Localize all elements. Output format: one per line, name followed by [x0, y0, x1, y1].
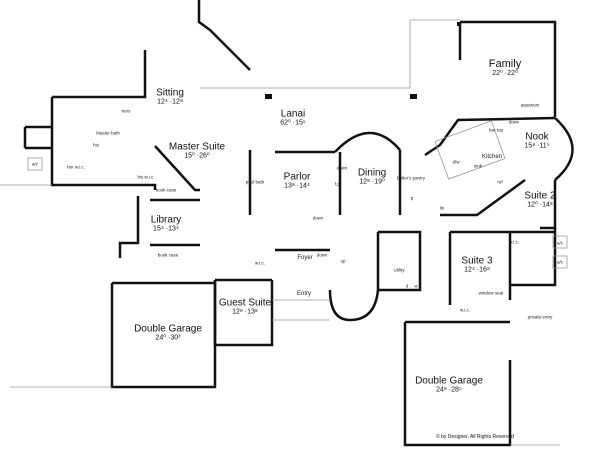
room-dimensions: 12⁸ ·19⁰ [359, 178, 385, 186]
room-dimensions: 12⁴ ·16⁸ [464, 266, 490, 274]
label-window-seat: window seat [478, 290, 504, 296]
label-refrigerator: ref [497, 179, 503, 185]
room-name: Master Suite [168, 141, 226, 153]
label-entry: Entry [296, 291, 312, 297]
copyright-notice: © by Designer. All Rights Reserved [436, 434, 514, 440]
label-his: his [93, 142, 99, 148]
label-down-parlor: down [312, 215, 324, 221]
room-name: Dining [357, 167, 387, 179]
room-dimensions: 24⁰ ·30³ [155, 334, 181, 342]
label-linen: lin [439, 205, 445, 211]
label-his-wic: his w.i.c. [137, 174, 155, 180]
label-down-foyer: down [316, 252, 328, 258]
label-book-case-top: book case [155, 187, 177, 193]
label-kitchen: Kitchen [481, 154, 503, 160]
label-utility: Utility [393, 267, 405, 273]
room-name: Parlor [283, 171, 311, 183]
label-pantry: p [410, 195, 414, 201]
room-name: Suite 3 [461, 255, 493, 267]
room-dimensions: 24⁸ ·28⁵ [436, 386, 462, 394]
label-fireplace: f.p. [334, 181, 342, 187]
label-foyer: Foyer [297, 255, 313, 261]
label-aquarium: aquarium [520, 102, 540, 108]
room-dimensions: 12⁰ ·14⁸ [527, 201, 553, 209]
room-dimensions: 12⁴ ·12⁸ [157, 98, 183, 106]
room-dimensions: 15⁰ ·26⁰ [184, 152, 210, 160]
room-name: Sitting [156, 87, 184, 99]
room-name: Nook [525, 131, 549, 143]
label-up: up [340, 258, 346, 264]
label-dishwasher: d/w [452, 159, 460, 165]
label-dryer: d [405, 283, 409, 289]
room-dimensions: 12⁸ ·13⁸ [232, 308, 258, 316]
label-down-dining: down [336, 165, 348, 171]
room-name: Library [150, 214, 182, 226]
label-wic-suite2: w.i.c. [508, 239, 520, 245]
room-dimensions: 15⁸ ·11⁵ [524, 142, 550, 150]
label-hers: hers [121, 108, 131, 114]
label-washer: w [414, 283, 418, 289]
label-down-lanai: down [508, 119, 520, 125]
room-name: Double Garage [134, 323, 202, 335]
label-wic-guest: w.i.c. [254, 260, 266, 266]
label-private-entry: private entry [527, 314, 553, 320]
room-name: Suite 2 [524, 190, 556, 202]
room-name: Guest Suite [218, 297, 272, 309]
label-ac-right-2: a/c [556, 259, 564, 265]
label-ac-left: a/c [31, 161, 39, 167]
room-dimensions: 15⁴ ·13⁴ [153, 225, 179, 233]
room-name: Family [488, 58, 522, 71]
label-wic-suite3: w.i.c. [459, 307, 471, 313]
label-book-case-bottom: book case [157, 252, 179, 258]
label-her-wic: her w.i.c. [67, 164, 85, 170]
label-bar-top: bar top [488, 127, 504, 133]
label-sink: sink [473, 163, 483, 169]
label-pool-bath: pool bath [245, 179, 265, 185]
room-name: Double Garage [415, 375, 483, 387]
label-ac-right-1: a/c [556, 240, 564, 246]
room-dimensions: 13⁸ ·14⁴ [284, 182, 310, 190]
room-name: Lanai [280, 108, 306, 120]
label-master-bath: Master bath [96, 130, 120, 136]
label-butlers-pantry: butler's pantry [396, 175, 426, 181]
room-dimensions: 62⁰ ·15⁵ [280, 119, 306, 127]
room-dimensions: 22⁰ ·22⁰ [492, 70, 518, 78]
